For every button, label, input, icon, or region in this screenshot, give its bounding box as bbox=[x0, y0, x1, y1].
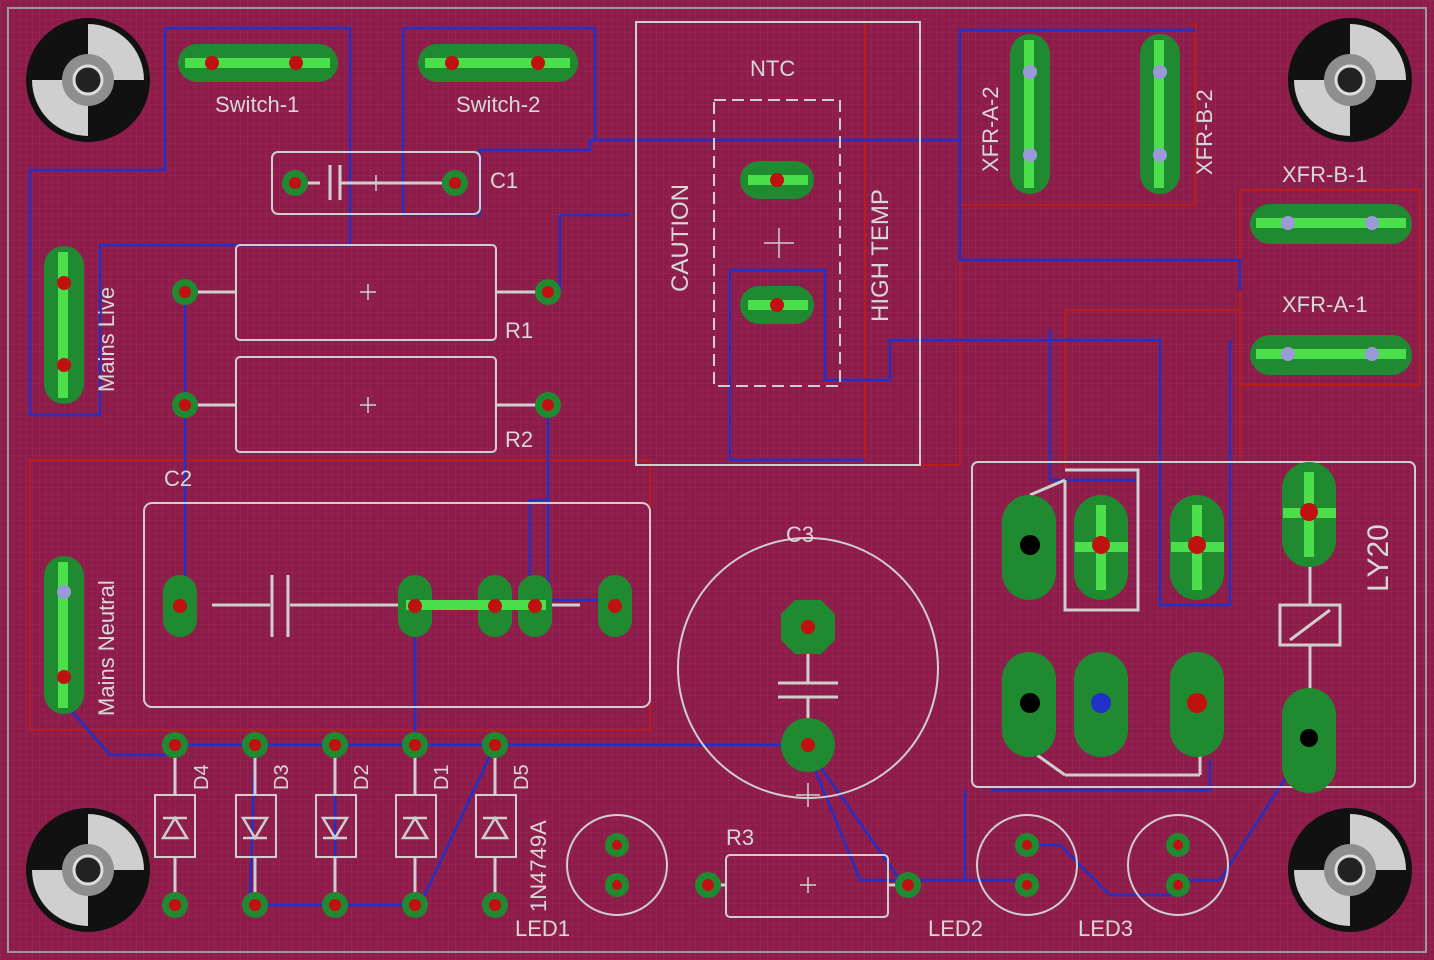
label-r1: R1 bbox=[505, 318, 533, 343]
label-c1: C1 bbox=[490, 168, 518, 193]
ntc-pads bbox=[740, 161, 814, 324]
board-outline bbox=[7, 7, 1427, 953]
mains-live-pads bbox=[44, 246, 84, 404]
label-r2: R2 bbox=[505, 427, 533, 452]
switch-1-pads bbox=[178, 44, 338, 82]
label-xfr-a-1: XFR-A-1 bbox=[1282, 292, 1368, 317]
xfr-b-1-pads bbox=[1250, 204, 1412, 244]
label-xfr-b-1: XFR-B-1 bbox=[1282, 162, 1368, 187]
label-d5: D5 bbox=[511, 764, 533, 790]
label-ntc: NTC bbox=[750, 56, 795, 81]
label-switch-1: Switch-1 bbox=[215, 92, 299, 117]
top-layer-traces bbox=[29, 22, 1421, 731]
pad-drills bbox=[169, 177, 1183, 911]
label-led2: LED2 bbox=[928, 916, 983, 941]
switch-2-pads bbox=[418, 44, 578, 82]
label-xfr-b-2: XFR-B-2 bbox=[1192, 89, 1217, 175]
label-r3: R3 bbox=[726, 825, 754, 850]
label-high-temp: HIGH TEMP bbox=[867, 189, 894, 322]
xfr-b-2-pads bbox=[1140, 34, 1180, 194]
origin-marks bbox=[360, 175, 820, 893]
mains-neutral-pads bbox=[44, 556, 84, 714]
label-xfr-a-2: XFR-A-2 bbox=[978, 86, 1003, 172]
label-d2: D2 bbox=[351, 764, 373, 790]
mounting-hole-top-right bbox=[1288, 18, 1412, 142]
label-led1: LED1 bbox=[515, 916, 570, 941]
label-zener-part: 1N4749A bbox=[526, 820, 551, 912]
label-c3: C3 bbox=[786, 522, 814, 547]
mounting-hole-top-left bbox=[26, 18, 150, 142]
label-led3: LED3 bbox=[1078, 916, 1133, 941]
c2-pads bbox=[163, 575, 632, 637]
mounting-hole-bottom-left bbox=[26, 808, 150, 932]
label-c2: C2 bbox=[164, 466, 192, 491]
label-mains-neutral: Mains Neutral bbox=[94, 580, 119, 716]
label-ly20: LY20 bbox=[1362, 524, 1395, 592]
xfr-a-2-pads bbox=[1010, 34, 1050, 194]
label-d3: D3 bbox=[271, 764, 293, 790]
label-switch-2: Switch-2 bbox=[456, 92, 540, 117]
label-d1: D1 bbox=[431, 764, 453, 790]
mounting-hole-bottom-right bbox=[1288, 808, 1412, 932]
label-caution: CAUTION bbox=[667, 184, 694, 292]
label-mains-live: Mains Live bbox=[94, 287, 119, 392]
relay-pads bbox=[1002, 462, 1336, 793]
xfr-a-1-pads bbox=[1250, 335, 1412, 375]
diode-symbols bbox=[160, 815, 510, 841]
c3-pads bbox=[781, 600, 835, 772]
label-d4: D4 bbox=[191, 764, 213, 790]
